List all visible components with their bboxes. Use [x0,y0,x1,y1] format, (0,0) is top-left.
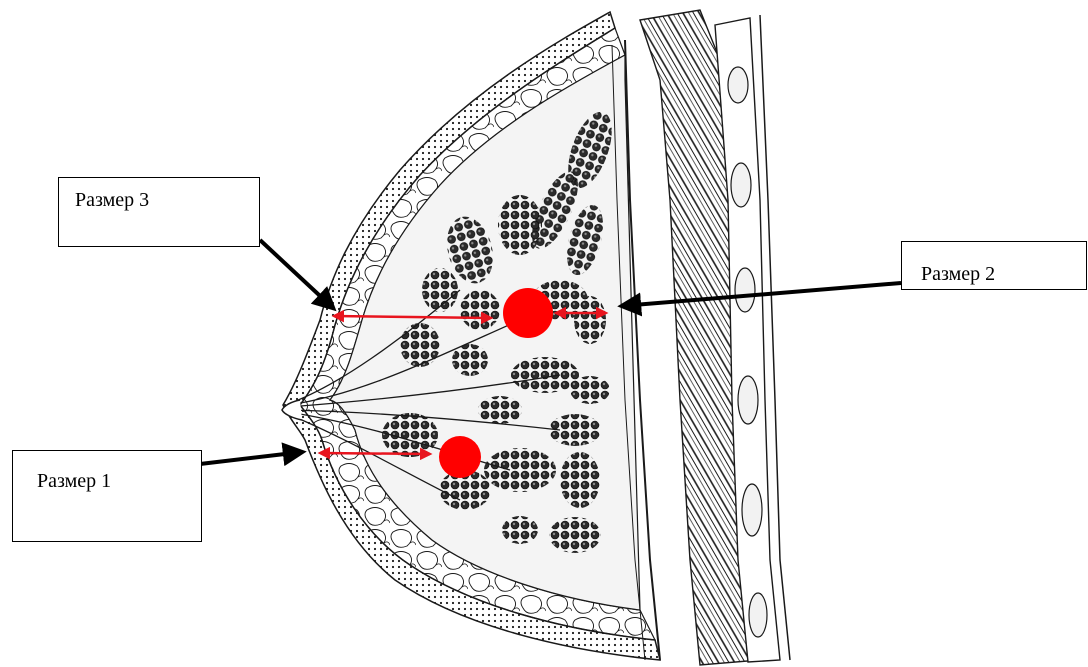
lesion-marker-upper [503,288,553,338]
label-size-3: Размер 3 [75,189,149,212]
label-box-size-1: Размер 1 [12,450,202,542]
breast-illustration [282,10,790,665]
label-box-size-3: Размер 3 [58,177,260,247]
label-size-2: Размер 2 [921,263,995,286]
pointer-arrow-size-3 [260,240,333,308]
label-box-size-2: Размер 2 [901,241,1087,290]
label-size-1: Размер 1 [37,470,111,493]
pointer-arrow-size-1 [200,452,302,464]
lesion-marker-lower [439,436,481,478]
measure-arrow-size-1 [320,453,430,454]
